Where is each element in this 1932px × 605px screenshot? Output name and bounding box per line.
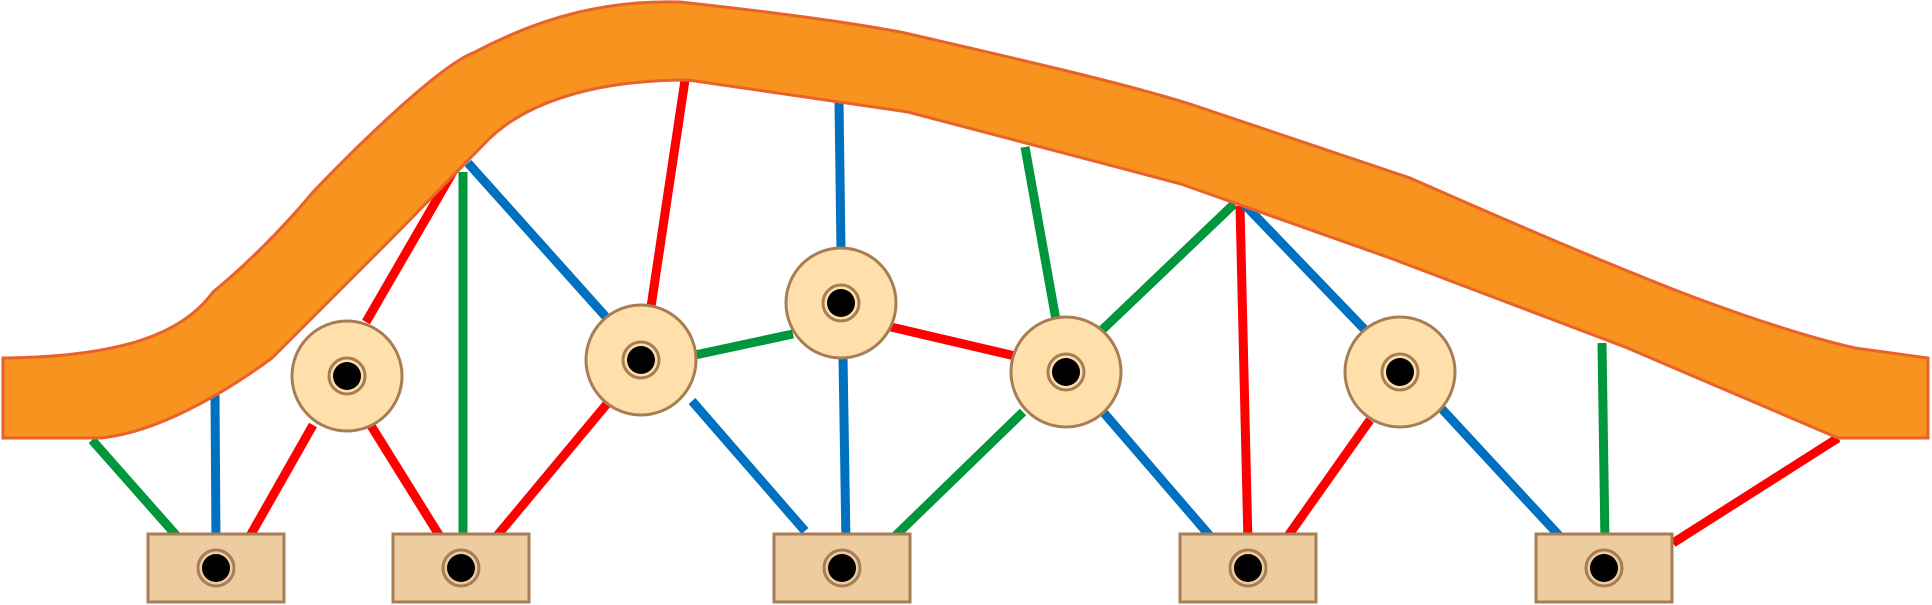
support-pin	[1590, 554, 1618, 582]
truss-member-blue	[464, 159, 610, 321]
truss-supports	[146, 532, 1674, 604]
truss-member-red	[362, 160, 462, 325]
truss-member-red	[1279, 417, 1374, 546]
truss-member-red	[1235, 205, 1253, 544]
truss-joint	[1343, 315, 1457, 429]
truss-joints	[290, 246, 1457, 433]
truss-member-green	[1020, 146, 1061, 321]
truss-members	[88, 79, 1841, 547]
joint-pin	[1386, 358, 1414, 386]
support-pin	[1234, 554, 1262, 582]
bridge-deck	[1, 0, 1930, 440]
truss-member-green	[88, 437, 187, 546]
truss-member-blue	[838, 356, 851, 544]
support-pin	[447, 554, 475, 582]
truss-member-blue	[1437, 404, 1570, 547]
truss-support	[391, 532, 531, 604]
truss-support	[772, 532, 912, 604]
truss-member-red	[242, 422, 317, 546]
truss-support	[1178, 532, 1318, 604]
truss-member-blue	[688, 398, 809, 534]
truss-member-blue	[1240, 200, 1372, 337]
truss-support	[146, 532, 286, 604]
truss-member-red	[644, 79, 690, 321]
joint-pin	[627, 346, 655, 374]
truss-member-red	[889, 322, 1017, 361]
support-pin	[202, 554, 230, 582]
truss-member-red	[1670, 434, 1841, 547]
joint-pin	[827, 289, 855, 317]
truss-joint	[584, 303, 698, 417]
truss-member-green	[1597, 342, 1610, 544]
support-pin	[828, 554, 856, 582]
bridge-deck-layer	[1, 0, 1930, 440]
truss-support	[1534, 532, 1674, 604]
joint-pin	[1052, 358, 1080, 386]
truss-member-green	[694, 329, 794, 360]
truss-member-blue	[210, 394, 221, 544]
truss-member-red	[366, 421, 448, 546]
truss-member-red	[487, 396, 615, 546]
truss-member-blue	[834, 101, 846, 251]
truss-joint	[1009, 315, 1123, 429]
truss-member-blue	[1100, 410, 1214, 539]
truss-joint	[784, 246, 898, 360]
truss-member-green	[1098, 200, 1238, 334]
truss-joint	[290, 319, 404, 433]
truss-member-green	[884, 408, 1027, 547]
joint-pin	[333, 362, 361, 390]
